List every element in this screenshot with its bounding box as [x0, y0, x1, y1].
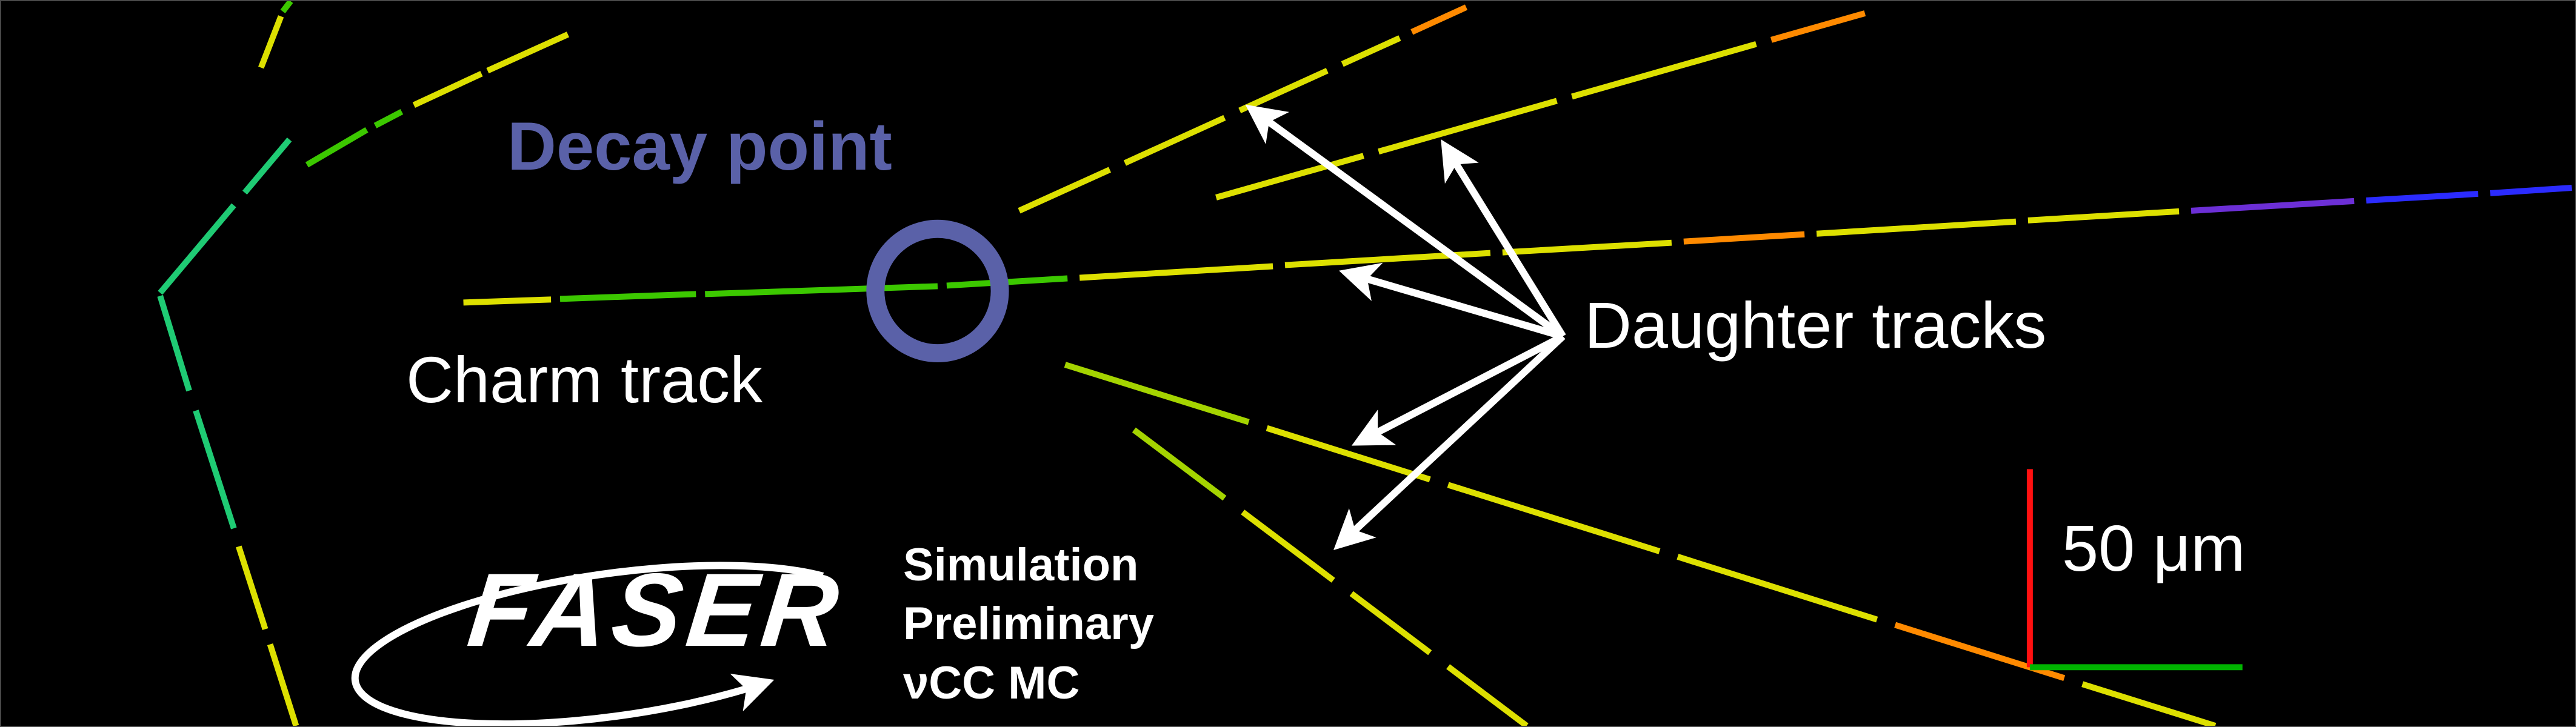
track-segment-upper-steep — [1123, 115, 1226, 166]
track-segment-upper-steep — [1018, 167, 1112, 214]
track-segment-forward-long — [1683, 231, 1805, 245]
track-segment-charm — [463, 296, 552, 306]
track-segment-upper-steep — [1410, 4, 1468, 35]
track-segment-upper-left-diagonal — [305, 127, 369, 168]
track-segment-lower-steep — [1349, 591, 1432, 656]
track-segment-upper-shallow — [1770, 10, 1866, 43]
track-segment-upper-shallow — [1571, 41, 1757, 100]
track-segment-forward-long — [1816, 218, 2017, 237]
track-segment-left-lower — [193, 410, 237, 529]
track-segment-lower-shallow — [1447, 482, 1661, 554]
track-segment-forward-long — [2366, 190, 2478, 204]
scale-bar-label: 50 μm — [2062, 511, 2246, 585]
daughter-track-arrow — [1351, 333, 1565, 446]
track-segment-lower-steep — [1241, 510, 1335, 583]
track-segment-forward-long — [2191, 198, 2355, 214]
daughter-track-arrow — [1245, 104, 1566, 339]
track-segment-lower-shallow — [1266, 425, 1431, 483]
decay-point-circle — [866, 219, 1009, 363]
track-segment-left-upper — [158, 203, 236, 295]
track-segment-left-upper — [242, 138, 292, 195]
track-segment-forward-long — [2490, 184, 2572, 196]
track-segment-upper-shallow — [1215, 153, 1364, 201]
track-segment-upper-left-diagonal — [486, 32, 570, 74]
track-segment-top-left-short — [258, 15, 284, 69]
watermark-line-preliminary: Preliminary — [903, 598, 1154, 650]
track-segment-upper-steep — [1341, 35, 1401, 67]
track-segment-upper-left-diagonal — [412, 71, 483, 108]
track-segment-top-left-short — [280, 1, 293, 13]
track-segment-left-lower — [157, 294, 192, 392]
track-segment-forward-long — [2027, 208, 2180, 224]
track-segment-charm — [705, 283, 938, 297]
track-segment-lower-shallow — [2081, 681, 2217, 726]
charm-track-label: Charm track — [406, 343, 763, 416]
faser-logo-text: FASER — [462, 552, 849, 668]
daughter-track-arrow — [1441, 139, 1566, 339]
watermark-line-nucc-mc: νCC MC — [903, 657, 1080, 709]
watermark-line-simulation: Simulation — [903, 539, 1139, 591]
track-segment-forward-long — [1502, 239, 1672, 256]
track-segment-upper-steep — [1238, 68, 1329, 113]
track-segment-lower-steep — [1446, 664, 1529, 726]
track-segment-charm — [559, 291, 696, 302]
daughter-tracks-label: Daughter tracks — [1584, 288, 2047, 362]
track-segment-lower-shallow — [1064, 362, 1250, 425]
track-segment-forward-long — [1079, 263, 1273, 281]
track-segment-upper-left-diagonal — [373, 108, 404, 128]
watermark: Simulation Preliminary νCC MC — [903, 536, 1154, 712]
daughter-track-arrow — [1339, 262, 1564, 340]
decay-point-label: Decay point — [507, 108, 892, 184]
track-segment-left-lower — [267, 643, 299, 726]
track-segment-upper-shallow — [1378, 98, 1558, 154]
daughter-track-arrow — [1333, 333, 1566, 550]
faser-logo-swoosh-arrow — [351, 562, 824, 726]
track-segment-lower-steep — [1132, 427, 1227, 501]
track-segment-left-lower — [236, 545, 269, 631]
track-segment-lower-shallow — [1677, 554, 1878, 623]
